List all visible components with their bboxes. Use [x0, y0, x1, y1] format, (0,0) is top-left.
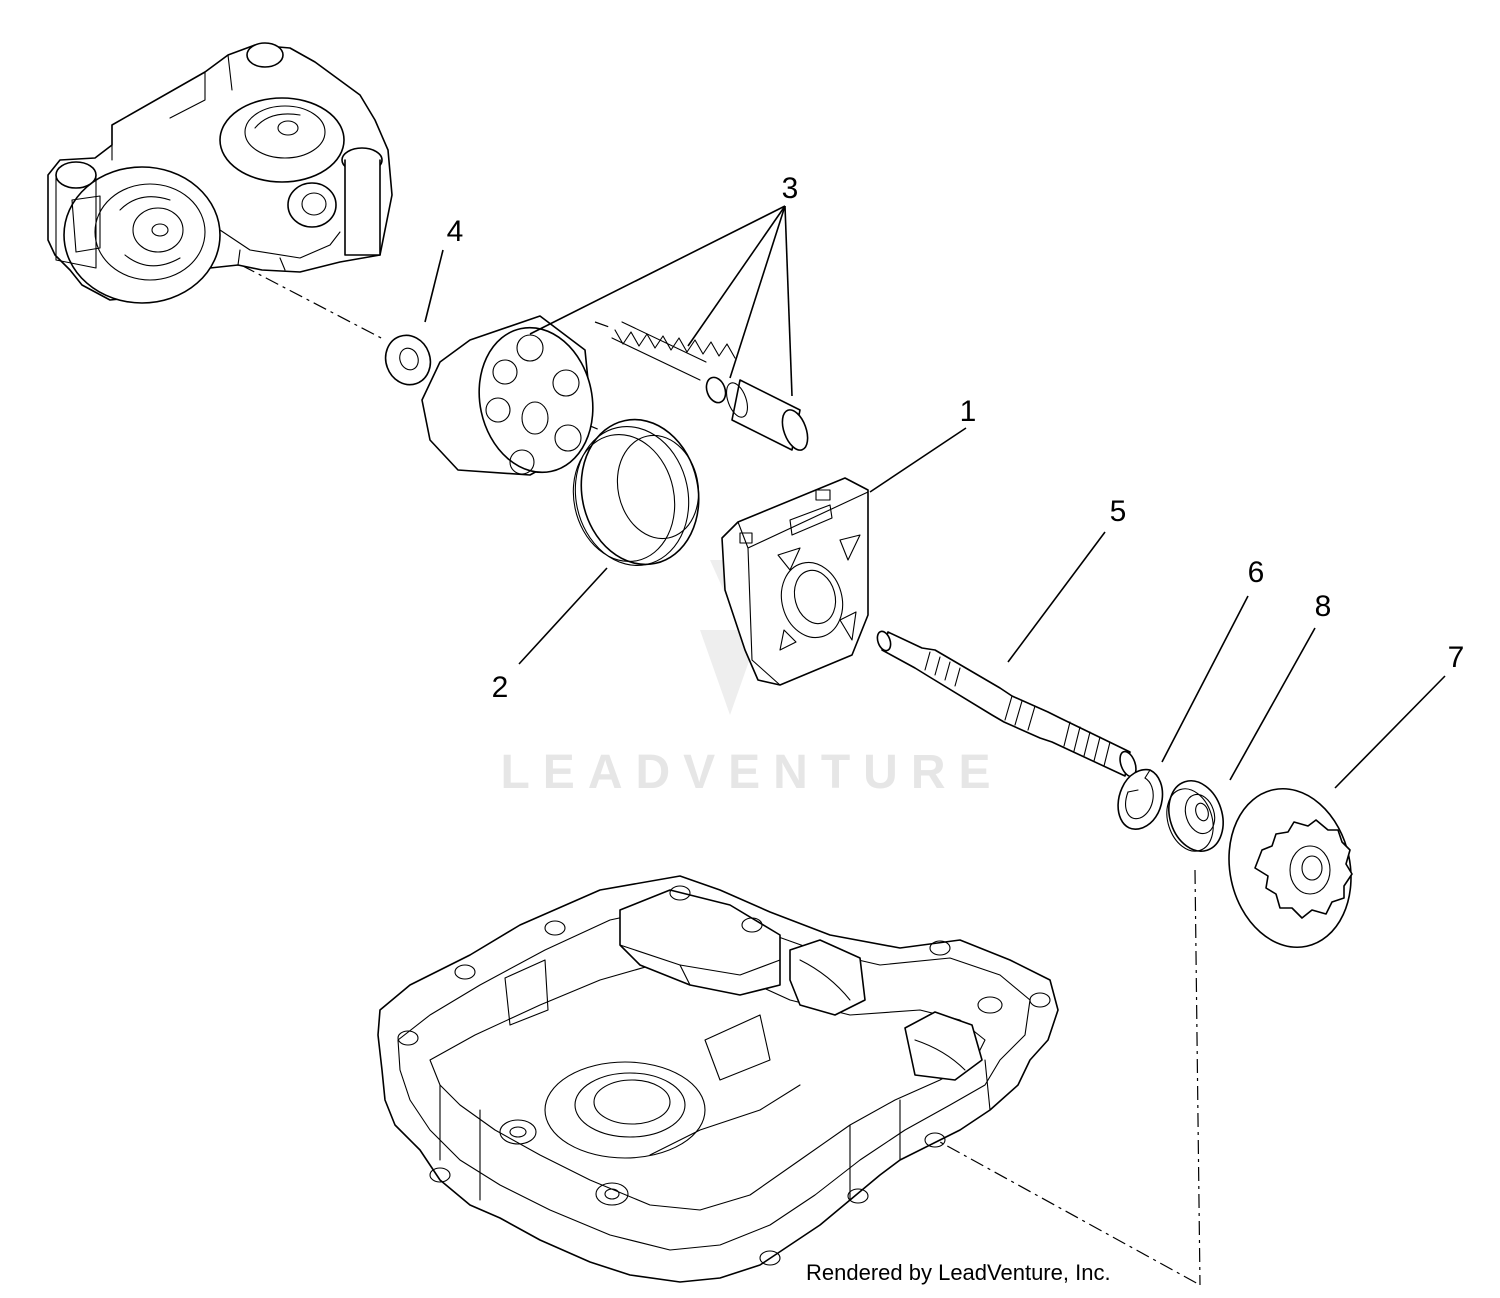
callout-8: 8 [1315, 590, 1332, 623]
render-credit: Rendered by LeadVenture, Inc. [806, 1260, 1111, 1285]
callout-numbers: 3 4 1 5 6 8 7 2 [447, 172, 1465, 704]
part-8-ball-bearing [1166, 780, 1224, 852]
part-5-input-shaft [876, 630, 1137, 778]
callout-6: 6 [1248, 556, 1265, 589]
callout-5: 5 [1110, 495, 1127, 528]
leader-lines [424, 205, 1446, 789]
callout-4: 4 [447, 215, 464, 248]
callout-2: 2 [492, 671, 509, 704]
watermark-text: LEADVENTURE [500, 746, 1003, 799]
part-2-thrust-bearing [572, 418, 700, 567]
lower-case-housing [377, 875, 1059, 1283]
callout-7: 7 [1448, 641, 1465, 674]
part-1-swashplate [721, 477, 869, 686]
part-4-washer [384, 334, 432, 386]
center-section-housing [47, 42, 393, 304]
part-3-spring-piston-set [611, 321, 809, 451]
part-3-cylinder-block [421, 315, 594, 476]
callout-1: 1 [960, 395, 977, 428]
callout-3: 3 [782, 172, 799, 205]
part-6-retaining-ring [1117, 768, 1164, 830]
leadventure-watermark: LEADVENTURE [500, 560, 1003, 799]
part-7-pump-gear [1228, 787, 1353, 949]
